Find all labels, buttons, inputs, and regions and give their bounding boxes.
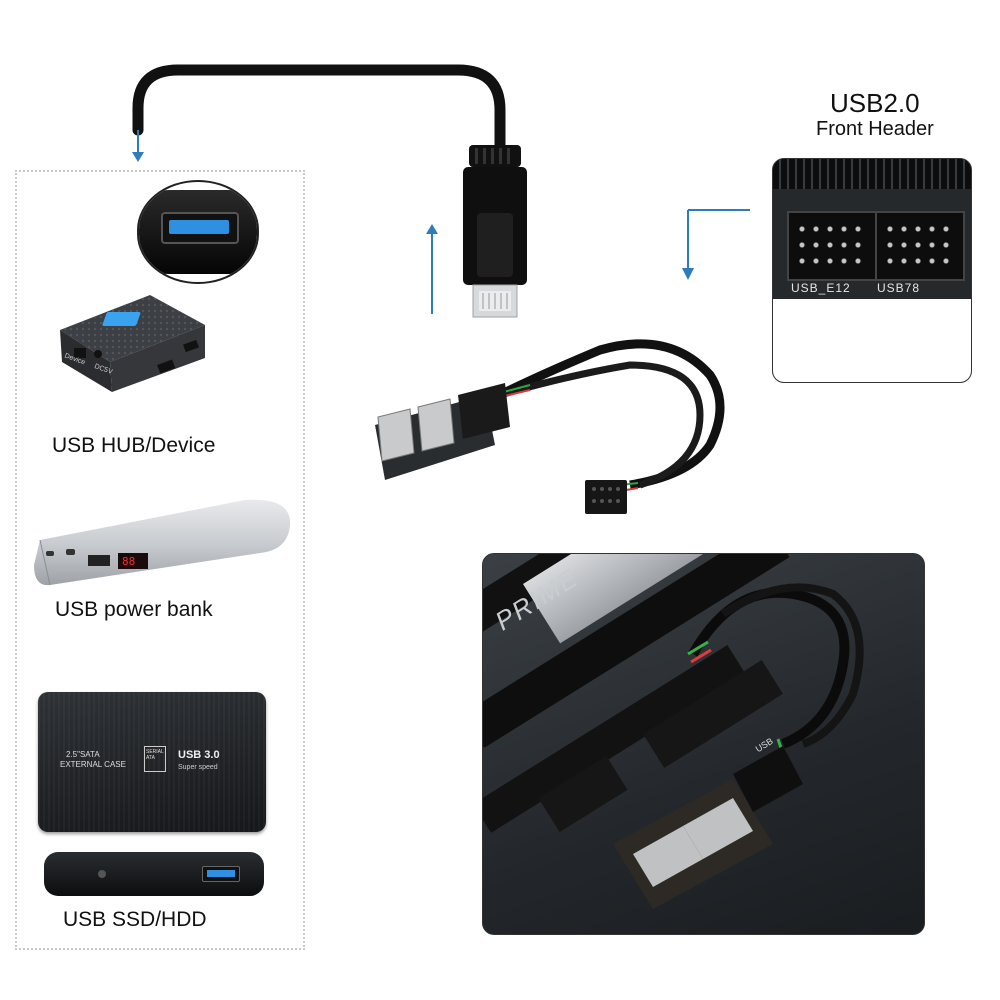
down-arrow-icon — [682, 209, 750, 280]
hdd-print-serial: SERIAL ATA — [146, 749, 164, 761]
hdd-print-case: EXTERNAL CASE — [60, 760, 126, 769]
cable-arc — [132, 64, 506, 161]
adapter-board-cable — [375, 339, 725, 514]
up-arrow-icon — [426, 224, 438, 314]
usb-port-icon — [161, 212, 239, 244]
down-arrow-icon — [132, 130, 144, 162]
hdd-print-sata: 2.5"SATA — [66, 750, 100, 759]
svg-text:88: 88 — [122, 555, 135, 568]
usb-hub-image: Device DC5V — [50, 290, 210, 400]
ssd-label: USB SSD/HDD — [63, 908, 207, 931]
header-label-b: USB78 — [877, 281, 921, 295]
hdd-side-image — [44, 852, 264, 896]
front-header-photo: USB_E12 USB78 — [772, 158, 972, 383]
hdd-print-speed: Super speed — [178, 764, 218, 771]
hdd-case-image: 2.5"SATA EXTERNAL CASE SERIAL ATA USB 3.… — [38, 692, 266, 832]
usb-hub-label: USB HUB/Device — [52, 434, 216, 457]
power-bank-label: USB power bank — [55, 598, 213, 621]
power-bank-image: 88 — [34, 499, 291, 586]
usb-port-zoom — [137, 180, 259, 284]
header-subtitle: Front Header — [816, 118, 934, 140]
header-title: USB2.0 — [830, 88, 920, 118]
hdd-print-usb: USB 3.0 — [178, 749, 220, 761]
header-label-a: USB_E12 — [791, 281, 851, 295]
device-box — [15, 170, 305, 950]
installed-photo: PRIME USB — [482, 553, 925, 935]
usb-port-icon — [202, 866, 240, 882]
type-e-connector — [463, 145, 527, 318]
